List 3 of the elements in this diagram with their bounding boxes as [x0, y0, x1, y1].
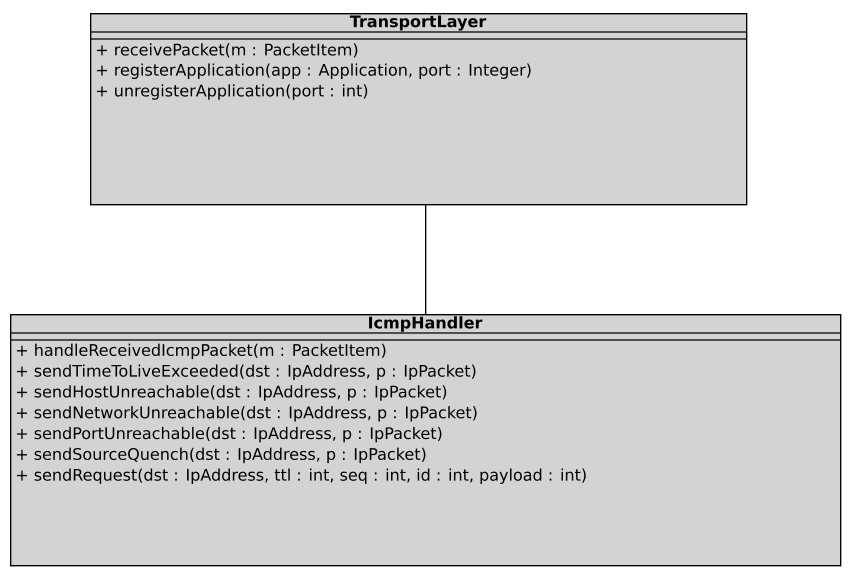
class-box: IcmpHandler + handleReceivedIcmpPacket(m : PacketItem) + sendTimeToLiveExceeded(dst : IpAddress, p : IpPacket) + sendHostUnreachable(dst : IpAddress, p : IpPacket) + sendNetworkUnreachable(dst : IpAddress, p : IpPacket) + sendPortUnreachable(dst : IpAddress, p : IpPacket) + sendSourceQuench(dst : IpAddress, p : IpPacket) + sendRequest(dst : IpAddress, ttl : int, seq : int, id : int, payload : int)	[10, 314, 842, 566]
class-box: TransportLayer + receivePacket(m : PacketItem) + registerApplication(app : Application, port : Integer) + unregisterApplication(port : int)	[90, 13, 748, 206]
association-line	[425, 205, 426, 314]
